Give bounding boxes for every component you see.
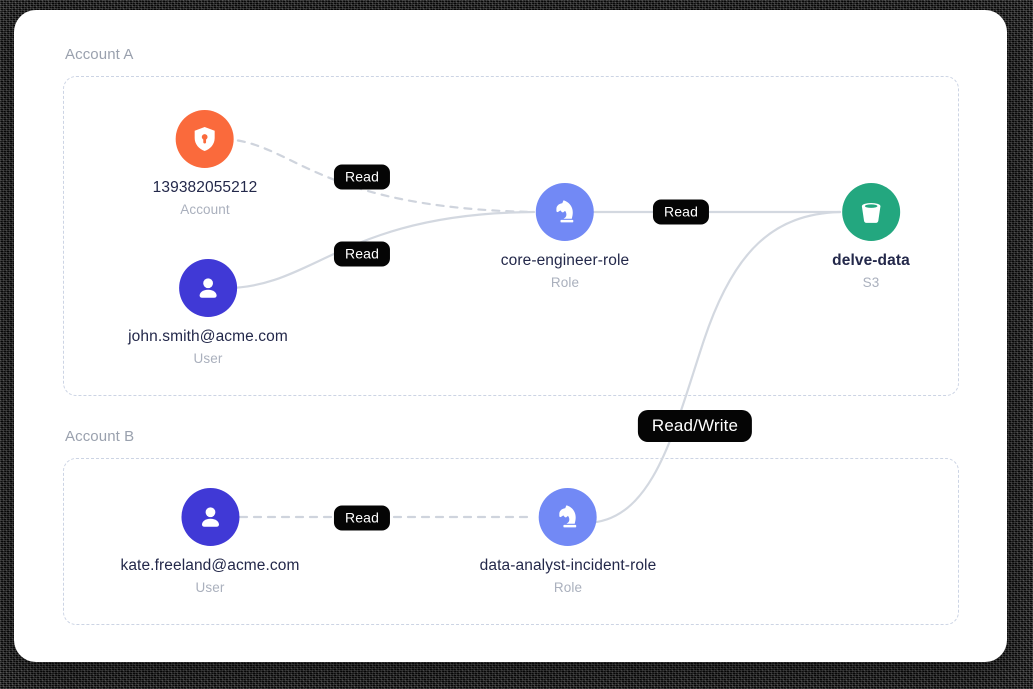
node-role-core-engineer[interactable]: core-engineer-role Role — [501, 183, 629, 290]
edge-label-john-to-core-role[interactable]: Read — [333, 241, 391, 267]
node-account-139382055212[interactable]: 139382055212 Account — [153, 110, 258, 217]
node-role-data-analyst-incident[interactable]: data-analyst-incident-role Role — [480, 488, 657, 595]
node-subtitle: Role — [550, 275, 580, 290]
user-icon — [180, 488, 239, 546]
shield-lock-icon — [176, 110, 234, 168]
chess-knight-icon — [535, 183, 594, 241]
group-label-account-a: Account A — [65, 46, 134, 63]
chess-knight-icon — [538, 488, 597, 546]
user-icon — [179, 259, 237, 317]
node-title: core-engineer-role — [500, 252, 630, 269]
edge-label-core-role-to-s3[interactable]: Read — [652, 199, 710, 225]
node-title: delve-data — [832, 252, 910, 269]
bucket-icon — [841, 183, 900, 241]
edge-label-kate-to-analyst-role[interactable]: Read — [333, 505, 391, 531]
node-title: data-analyst-incident-role — [479, 557, 657, 574]
node-subtitle: S3 — [862, 275, 880, 290]
node-user-john-smith[interactable]: john.smith@acme.com User — [128, 259, 288, 366]
node-subtitle: Account — [180, 202, 230, 217]
graph-canvas[interactable]: Account A Account B — [14, 10, 1007, 662]
group-container-account-a — [63, 76, 959, 396]
node-s3-delve-data[interactable]: delve-data S3 — [832, 183, 910, 290]
node-title: kate.freeland@acme.com — [120, 557, 300, 574]
node-user-kate-freeland[interactable]: kate.freeland@acme.com User — [120, 488, 299, 595]
node-title: john.smith@acme.com — [128, 328, 288, 345]
group-container-account-b — [63, 458, 959, 625]
graph-card: Account A Account B — [14, 10, 1007, 662]
node-subtitle: Role — [553, 580, 583, 595]
node-subtitle: User — [193, 351, 223, 366]
node-subtitle: User — [195, 580, 225, 595]
node-title: 139382055212 — [152, 179, 258, 196]
group-label-account-b: Account B — [65, 428, 135, 445]
edge-label-account-to-core-role[interactable]: Read — [333, 164, 391, 190]
edge-label-analyst-role-to-s3[interactable]: Read/Write — [637, 410, 753, 442]
